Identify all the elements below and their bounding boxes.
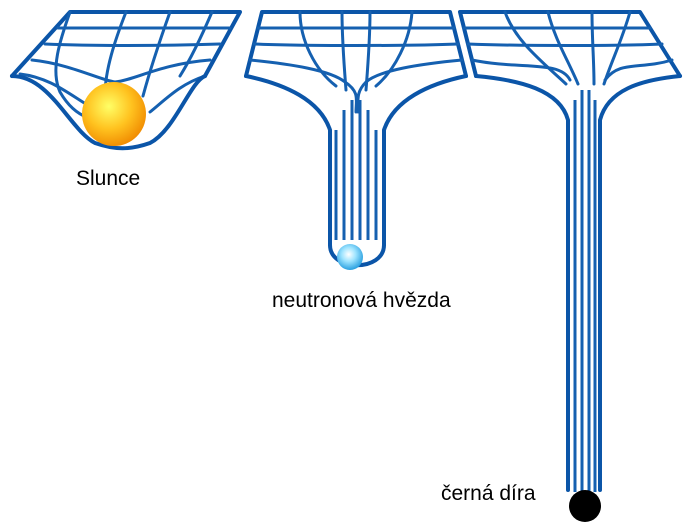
neutron-star-grid bbox=[244, 10, 468, 268]
neutron-star-label: neutronová hvězda bbox=[272, 289, 451, 312]
black-hole-grid bbox=[458, 10, 682, 492]
sun-label: Slunce bbox=[76, 167, 141, 190]
black-hole-label: černá díra bbox=[441, 482, 536, 505]
neutron-star-ball bbox=[337, 244, 363, 270]
sun-ball bbox=[82, 82, 146, 146]
black-hole-ball bbox=[569, 490, 601, 522]
sun-grid bbox=[10, 10, 242, 151]
